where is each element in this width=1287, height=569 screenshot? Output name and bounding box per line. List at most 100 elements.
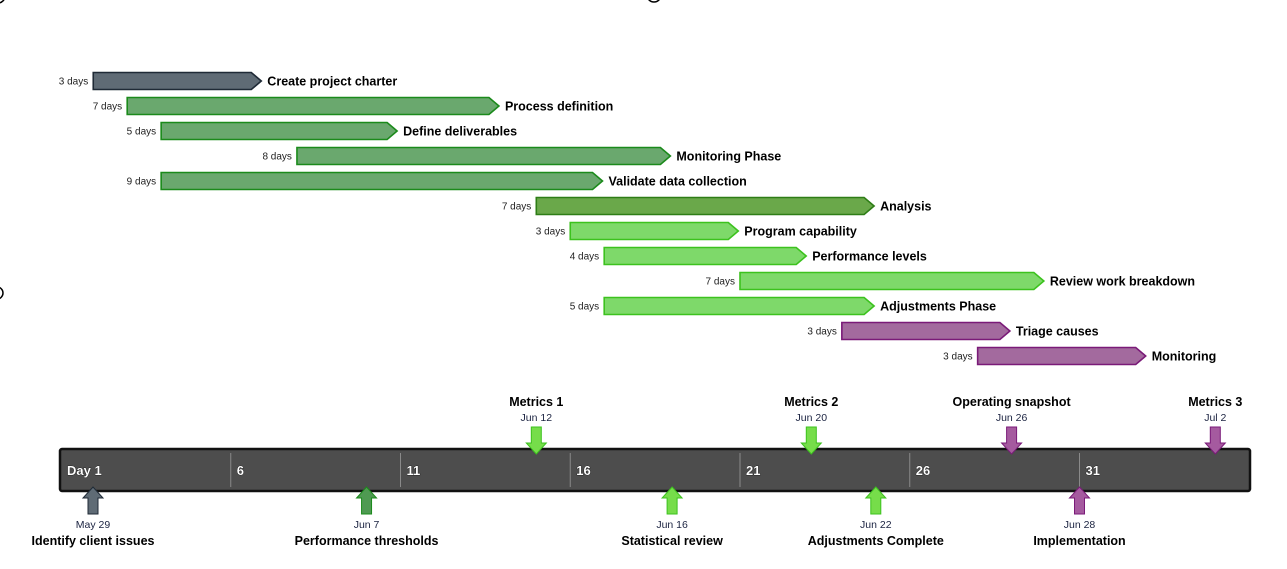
task-bar[interactable] [160, 171, 604, 191]
selection-handle-top-center[interactable] [647, 0, 661, 3]
task-name: Monitoring Phase [676, 150, 781, 164]
task-duration: 7 days [706, 277, 735, 288]
task-process-definition[interactable]: 7 days Process definition [93, 96, 614, 116]
task-bar[interactable] [569, 221, 740, 241]
arrow-up-icon [355, 486, 378, 515]
arrow-up-icon [1068, 486, 1091, 515]
selection-handle-top-left[interactable] [0, 0, 5, 4]
task-adjustments-phase[interactable]: 5 days Adjustments Phase [570, 296, 996, 316]
task-bar[interactable] [296, 146, 672, 166]
milestone-title: Statistical review [621, 534, 723, 548]
milestone-date: Jun 16 [656, 519, 688, 531]
task-name: Triage causes [1016, 325, 1099, 339]
task-name: Monitoring [1152, 350, 1217, 364]
task-name: Create project charter [267, 75, 397, 89]
task-triage-causes[interactable]: 3 days Triage causes [807, 321, 1099, 341]
arrow-down-icon [1000, 426, 1023, 455]
task-bar[interactable] [535, 196, 876, 216]
tick-label: Day 1 [67, 463, 102, 478]
task-duration: 8 days [262, 152, 291, 163]
arrow-down-icon [525, 426, 548, 455]
task-duration: 7 days [502, 202, 531, 213]
arrow-up-icon [660, 486, 684, 515]
task-define-deliverables[interactable]: 5 days Define deliverables [127, 121, 517, 141]
task-analysis[interactable]: 7 days Analysis [502, 196, 932, 216]
timeline-ticks: Day 1 6 11 16 21 26 31 [67, 453, 1100, 487]
task-bar[interactable] [603, 246, 808, 266]
task-bar[interactable] [841, 321, 1012, 341]
task-monitoring[interactable]: 3 days Monitoring [943, 346, 1217, 366]
milestone-title: Adjustments Complete [808, 534, 944, 548]
task-name: Process definition [505, 100, 613, 114]
milestones: Metrics 1 Jun 12 Metrics 2 Jun 20 Operating … [32, 395, 1243, 548]
task-duration: 3 days [943, 352, 972, 363]
timeline: Day 1 6 11 16 21 26 31 [58, 447, 1252, 493]
milestone-title: Metrics 3 [1188, 395, 1242, 409]
tick-label: 16 [576, 463, 590, 478]
task-name: Review work breakdown [1050, 275, 1195, 289]
milestone-title: Implementation [1033, 534, 1125, 548]
milestone-date: Jul 2 [1204, 412, 1226, 424]
tick-label: 26 [916, 463, 930, 478]
milestone-date: Jun 26 [996, 412, 1028, 424]
arrow-up-icon [864, 486, 887, 515]
task-duration: 3 days [536, 227, 565, 238]
milestone-performance-thresholds[interactable]: Jun 7 Performance thresholds [295, 486, 439, 548]
arrow-down-icon [800, 426, 823, 455]
milestone-title: Metrics 2 [784, 395, 838, 409]
milestone-metrics-2[interactable]: Metrics 2 Jun 20 [784, 395, 838, 455]
milestone-date: Jun 12 [521, 412, 553, 424]
task-validate-data-collection[interactable]: 9 days Validate data collection [127, 171, 747, 191]
task-name: Program capability [744, 225, 857, 239]
milestone-metrics-1[interactable]: Metrics 1 Jun 12 [509, 395, 563, 455]
task-duration: 5 days [570, 302, 599, 313]
task-bar[interactable] [126, 96, 501, 116]
task-duration: 5 days [127, 127, 156, 138]
task-duration: 4 days [570, 252, 599, 263]
timeline-bar[interactable] [58, 447, 1252, 493]
task-name: Adjustments Phase [880, 300, 996, 314]
task-duration: 9 days [127, 177, 156, 188]
task-duration: 3 days [59, 77, 88, 88]
milestone-date: Jun 28 [1064, 519, 1096, 531]
tick-label: 21 [746, 463, 760, 478]
task-duration: 7 days [93, 102, 122, 113]
milestone-identify-client-issues[interactable]: May 29 Identify client issues [32, 486, 155, 548]
task-bar[interactable] [976, 346, 1147, 366]
milestone-date: Jun 20 [796, 412, 828, 424]
task-bar[interactable] [92, 71, 263, 91]
milestone-title: Metrics 1 [509, 395, 563, 409]
tick-label: 11 [407, 463, 421, 478]
task-review-work-breakdown[interactable]: 7 days Review work breakdown [706, 271, 1196, 291]
selection-handle-middle-left[interactable] [0, 286, 4, 300]
task-bar[interactable] [160, 121, 399, 141]
milestone-statistical-review[interactable]: Jun 16 Statistical review [621, 486, 723, 548]
task-bar[interactable] [603, 296, 876, 316]
task-name: Validate data collection [609, 175, 747, 189]
task-performance-levels[interactable]: 4 days Performance levels [570, 246, 927, 266]
task-bar[interactable] [739, 271, 1046, 291]
milestone-title: Identify client issues [32, 534, 155, 548]
task-name: Performance levels [812, 250, 927, 264]
task-bars: 3 days Create project charter 7 days Proces… [59, 71, 1217, 366]
task-create-project-charter[interactable]: 3 days Create project charter [59, 71, 398, 91]
milestone-adjustments-complete[interactable]: Jun 22 Adjustments Complete [808, 486, 944, 548]
tick-label: 31 [1086, 463, 1100, 478]
milestone-date: Jun 7 [354, 519, 380, 531]
arrow-up-icon [81, 486, 105, 515]
milestone-title: Performance thresholds [295, 534, 439, 548]
task-program-capability[interactable]: 3 days Program capability [536, 221, 857, 241]
milestone-title: Operating snapshot [953, 395, 1072, 409]
task-name: Define deliverables [403, 125, 517, 139]
arrow-down-icon [1204, 426, 1227, 455]
milestone-metrics-3[interactable]: Metrics 3 Jul 2 [1188, 395, 1242, 455]
task-duration: 3 days [807, 327, 836, 338]
task-name: Analysis [880, 200, 931, 214]
milestone-date: May 29 [76, 519, 111, 531]
milestone-date: Jun 22 [860, 519, 892, 531]
milestone-implementation[interactable]: Jun 28 Implementation [1033, 486, 1126, 548]
tick-label: 6 [237, 463, 244, 478]
task-monitoring-phase[interactable]: 8 days Monitoring Phase [262, 146, 781, 166]
